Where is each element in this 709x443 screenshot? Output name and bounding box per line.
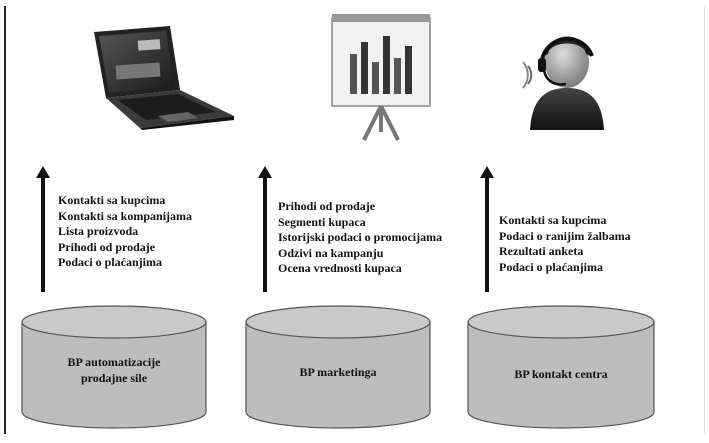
upward-arrow xyxy=(480,166,494,292)
laptop-icon xyxy=(88,24,236,135)
database-label: BP kontakt centra xyxy=(466,366,656,382)
database-label-line: BP marketinga xyxy=(299,365,377,379)
data-item: Rezultati anketa xyxy=(499,244,584,258)
data-item: Segmenti kupaca xyxy=(278,214,366,229)
data-items-list: Kontakti sa kupcima Kontakti sa kompanij… xyxy=(58,193,192,271)
data-item: Kontakti sa kupcima xyxy=(58,193,166,207)
data-item: Ocena vrednosti kupaca xyxy=(278,261,402,275)
call-center-agent-icon xyxy=(522,26,612,135)
frame-right-border xyxy=(704,6,705,434)
data-item: Podaci o ranijim žalbama xyxy=(499,228,631,243)
database-cylinder: BP kontakt centra xyxy=(466,304,656,430)
column-sales-automation: Kontakti sa kupcima Kontakti sa kompanij… xyxy=(0,0,234,443)
presentation-chart-icon xyxy=(330,12,434,147)
frame-left-border xyxy=(4,6,6,434)
data-item: Prihodi od prodaje xyxy=(278,199,376,213)
database-cylinder: BP automatizacije prodajne sile xyxy=(20,304,208,430)
data-items-list: Prihodi od prodaje Segmenti kupaca Istor… xyxy=(278,199,442,277)
data-item: Podaci o plaćanjima xyxy=(499,259,603,274)
upward-arrow xyxy=(36,166,50,292)
data-item: Lista proizvoda xyxy=(58,224,139,238)
data-item: Odzivi na kampanju xyxy=(278,245,384,260)
data-item: Prihodi od prodaje xyxy=(58,239,156,254)
upward-arrow xyxy=(258,166,272,292)
database-label-line: prodajne sile xyxy=(80,371,148,385)
data-item: Istorijski podaci o promocijama xyxy=(278,230,443,244)
column-marketing: Prihodi od prodaje Segmenti kupaca Istor… xyxy=(222,0,442,443)
data-items-list: Kontakti sa kupcima Podaci o ranijim žal… xyxy=(499,213,631,275)
column-contact-center: Kontakti sa kupcima Podaci o ranijim žal… xyxy=(444,0,664,443)
database-cylinder: BP marketinga xyxy=(244,304,432,430)
data-item: Kontakti sa kompanijama xyxy=(58,208,193,223)
data-item: Podaci o plaćanjima xyxy=(58,255,162,269)
database-label: BP marketinga xyxy=(244,364,432,380)
data-item: Kontakti sa kupcima xyxy=(499,213,607,227)
database-label: BP automatizacije prodajne sile xyxy=(20,354,208,386)
database-label-line: BP automatizacije xyxy=(67,355,161,369)
database-label-line: BP kontakt centra xyxy=(514,367,608,381)
